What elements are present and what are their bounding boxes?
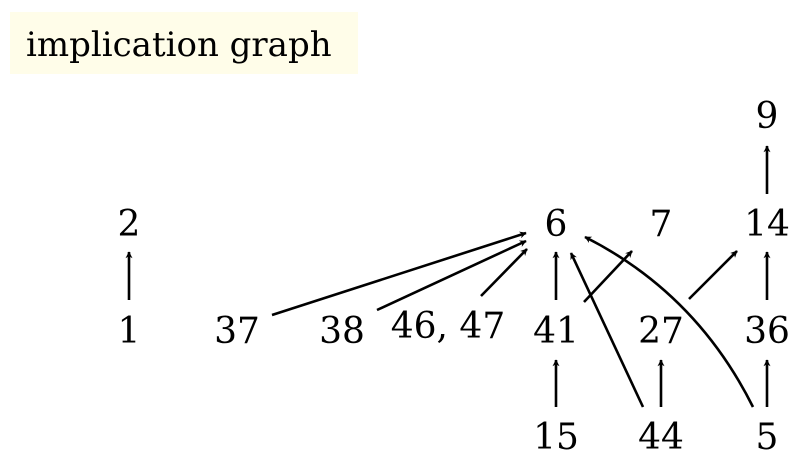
node-41: 41 [533, 311, 579, 352]
node-15: 15 [533, 417, 579, 458]
node-6: 6 [545, 204, 568, 245]
node-5: 5 [756, 417, 779, 458]
edge-46_47-to-6 [480, 248, 528, 297]
node-9: 9 [756, 96, 779, 137]
graph-title: implication graph [10, 12, 358, 74]
edge-44-to-6 [569, 252, 645, 408]
edge-38-to-6 [376, 239, 527, 312]
node-44: 44 [638, 417, 684, 458]
edge-27-to-14 [688, 250, 738, 300]
node-2: 2 [118, 204, 141, 245]
node-27: 27 [638, 311, 684, 352]
nodes: 9 2 6 7 14 1 37 38 46, 47 41 27 36 15 44 5 [118, 96, 790, 458]
node-37: 37 [214, 311, 260, 352]
node-46-47: 46, 47 [391, 306, 506, 347]
node-7: 7 [650, 204, 673, 245]
title-text: implication graph [26, 25, 332, 65]
edge-37-to-6 [271, 231, 527, 317]
edges [125, 145, 771, 408]
node-1: 1 [118, 311, 141, 352]
edge-5-to-6 [584, 235, 755, 408]
node-14: 14 [744, 204, 790, 245]
node-36: 36 [744, 311, 790, 352]
node-38: 38 [319, 311, 365, 352]
title-background [10, 12, 358, 74]
